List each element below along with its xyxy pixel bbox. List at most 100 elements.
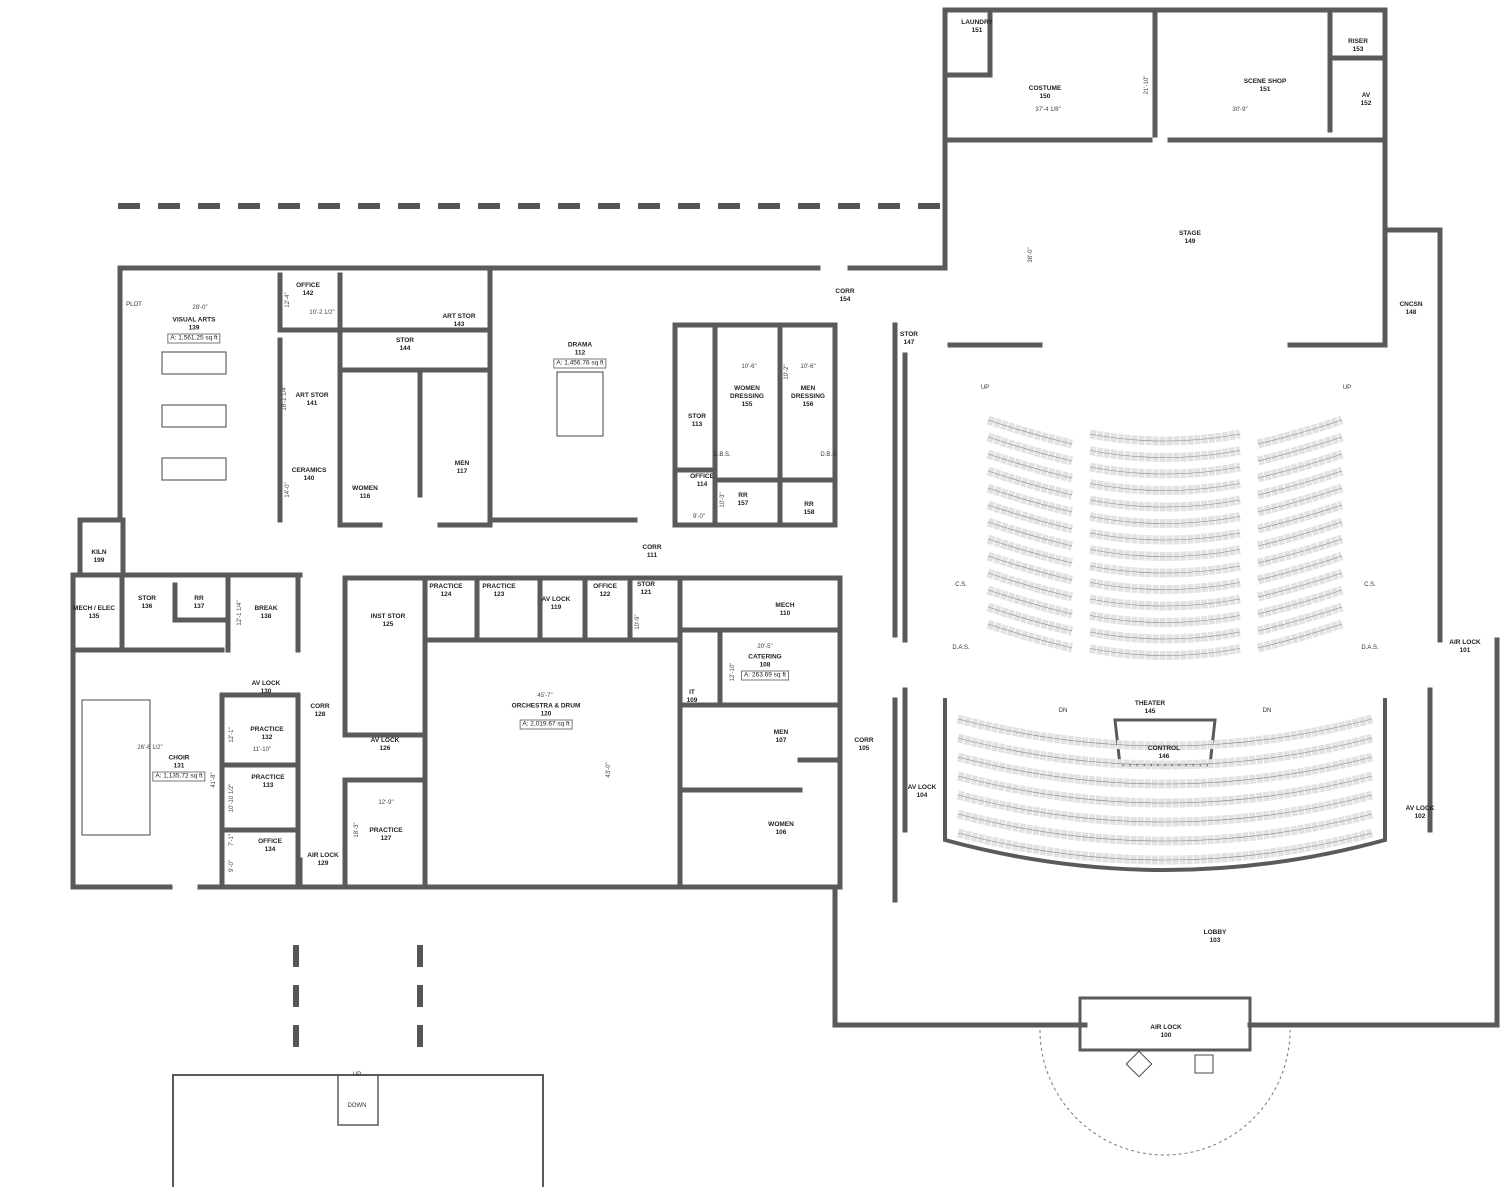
theater-seating bbox=[956, 415, 1374, 865]
seat-row-outline bbox=[1257, 538, 1343, 564]
seat-row-outline bbox=[987, 504, 1073, 530]
room-number: 139 bbox=[188, 324, 200, 332]
room-name: ORCHESTRA & DRUM bbox=[511, 702, 581, 710]
seat-row-outline bbox=[987, 572, 1073, 598]
room-name: IT bbox=[689, 689, 695, 696]
room-number: 140 bbox=[303, 475, 315, 482]
dimension-label: 26'-6 1/2" bbox=[137, 745, 163, 751]
dimension-label: 41'-8" bbox=[211, 772, 217, 788]
seat-row-outline bbox=[1089, 598, 1241, 607]
room-number: 153 bbox=[1352, 46, 1364, 53]
seat-row-outline bbox=[957, 832, 1373, 861]
seat-row-outline bbox=[1257, 504, 1343, 530]
room-name: CORR bbox=[310, 703, 330, 710]
seat-row bbox=[1256, 619, 1344, 653]
room-name: PRACTICE bbox=[482, 583, 516, 590]
room-number: 111 bbox=[646, 552, 658, 559]
seat-row-outline bbox=[1089, 631, 1241, 640]
room-name: INST STOR bbox=[370, 613, 406, 620]
seat-row-outline bbox=[957, 794, 1373, 823]
room-name: STOR bbox=[138, 595, 156, 602]
seat-row-outline bbox=[1257, 453, 1343, 479]
room-name: AIR LOCK bbox=[1449, 639, 1481, 646]
seat-row-outline bbox=[1089, 615, 1241, 623]
seat-row-outline bbox=[957, 813, 1373, 842]
seat-row-outline bbox=[1089, 483, 1241, 491]
room-number: 132 bbox=[261, 734, 273, 741]
room-number: 151 bbox=[1259, 86, 1271, 93]
room-number: 146 bbox=[1158, 753, 1170, 760]
room-name: ART STOR bbox=[295, 392, 329, 399]
seat-row-outline bbox=[1257, 606, 1343, 632]
room-number: 116 bbox=[359, 493, 371, 500]
annotation-label: UP bbox=[980, 385, 990, 391]
room-name: OFFICE bbox=[690, 473, 714, 480]
room-number: 112 bbox=[574, 349, 586, 357]
room-number: 152 bbox=[1360, 100, 1372, 107]
grid-lines bbox=[118, 203, 940, 1060]
room-number: 131 bbox=[173, 762, 185, 770]
seat-row-outline bbox=[957, 775, 1373, 804]
annotation-label: DN bbox=[1262, 708, 1272, 714]
seat-row-outline bbox=[987, 470, 1073, 496]
room-number: 129 bbox=[317, 860, 329, 867]
annotation-label: PLOT bbox=[126, 302, 142, 308]
dimension-label: 7'-1" bbox=[229, 834, 235, 846]
room-name: WOMEN bbox=[768, 821, 794, 828]
room-name: WOMEN DRESSING bbox=[730, 385, 764, 400]
room-number: 150 bbox=[1039, 93, 1051, 100]
room-name: ART STOR bbox=[442, 313, 476, 320]
room-number: 102 bbox=[1414, 813, 1426, 820]
seat-row-outline bbox=[1257, 521, 1343, 547]
annotation-label: D.B.S. bbox=[713, 452, 731, 458]
annotation-label: UP bbox=[1342, 385, 1352, 391]
dimension-label: 45'-7" bbox=[537, 693, 553, 699]
room-name: MEN DRESSING bbox=[791, 385, 825, 400]
dimension-label: 18'-3" bbox=[354, 822, 360, 838]
seat-row-outline bbox=[1257, 419, 1343, 445]
room-name: KILN bbox=[91, 549, 107, 556]
annotation-label: C.S. bbox=[1364, 582, 1376, 588]
room-number: 155 bbox=[741, 401, 753, 408]
seat-row-outline bbox=[1089, 582, 1241, 590]
seat-row-outline bbox=[987, 487, 1073, 513]
room-number: 136 bbox=[141, 603, 153, 610]
seat-row-outline bbox=[1257, 589, 1343, 615]
room-area: A: 2,019.67 sq ft bbox=[519, 719, 573, 730]
room-name: STOR bbox=[637, 581, 655, 588]
room-name: AV LOCK bbox=[370, 737, 400, 744]
seat-row-outline bbox=[1089, 450, 1241, 458]
room-name: COSTUME bbox=[1028, 85, 1062, 92]
room-name: CERAMICS bbox=[291, 467, 327, 474]
room-name: MEN bbox=[773, 729, 789, 736]
room-name: PRACTICE bbox=[251, 774, 285, 781]
room-number: 117 bbox=[456, 468, 468, 475]
room-number: 105 bbox=[858, 745, 870, 752]
room-number: 107 bbox=[775, 737, 787, 744]
room-number: 147 bbox=[903, 339, 915, 346]
